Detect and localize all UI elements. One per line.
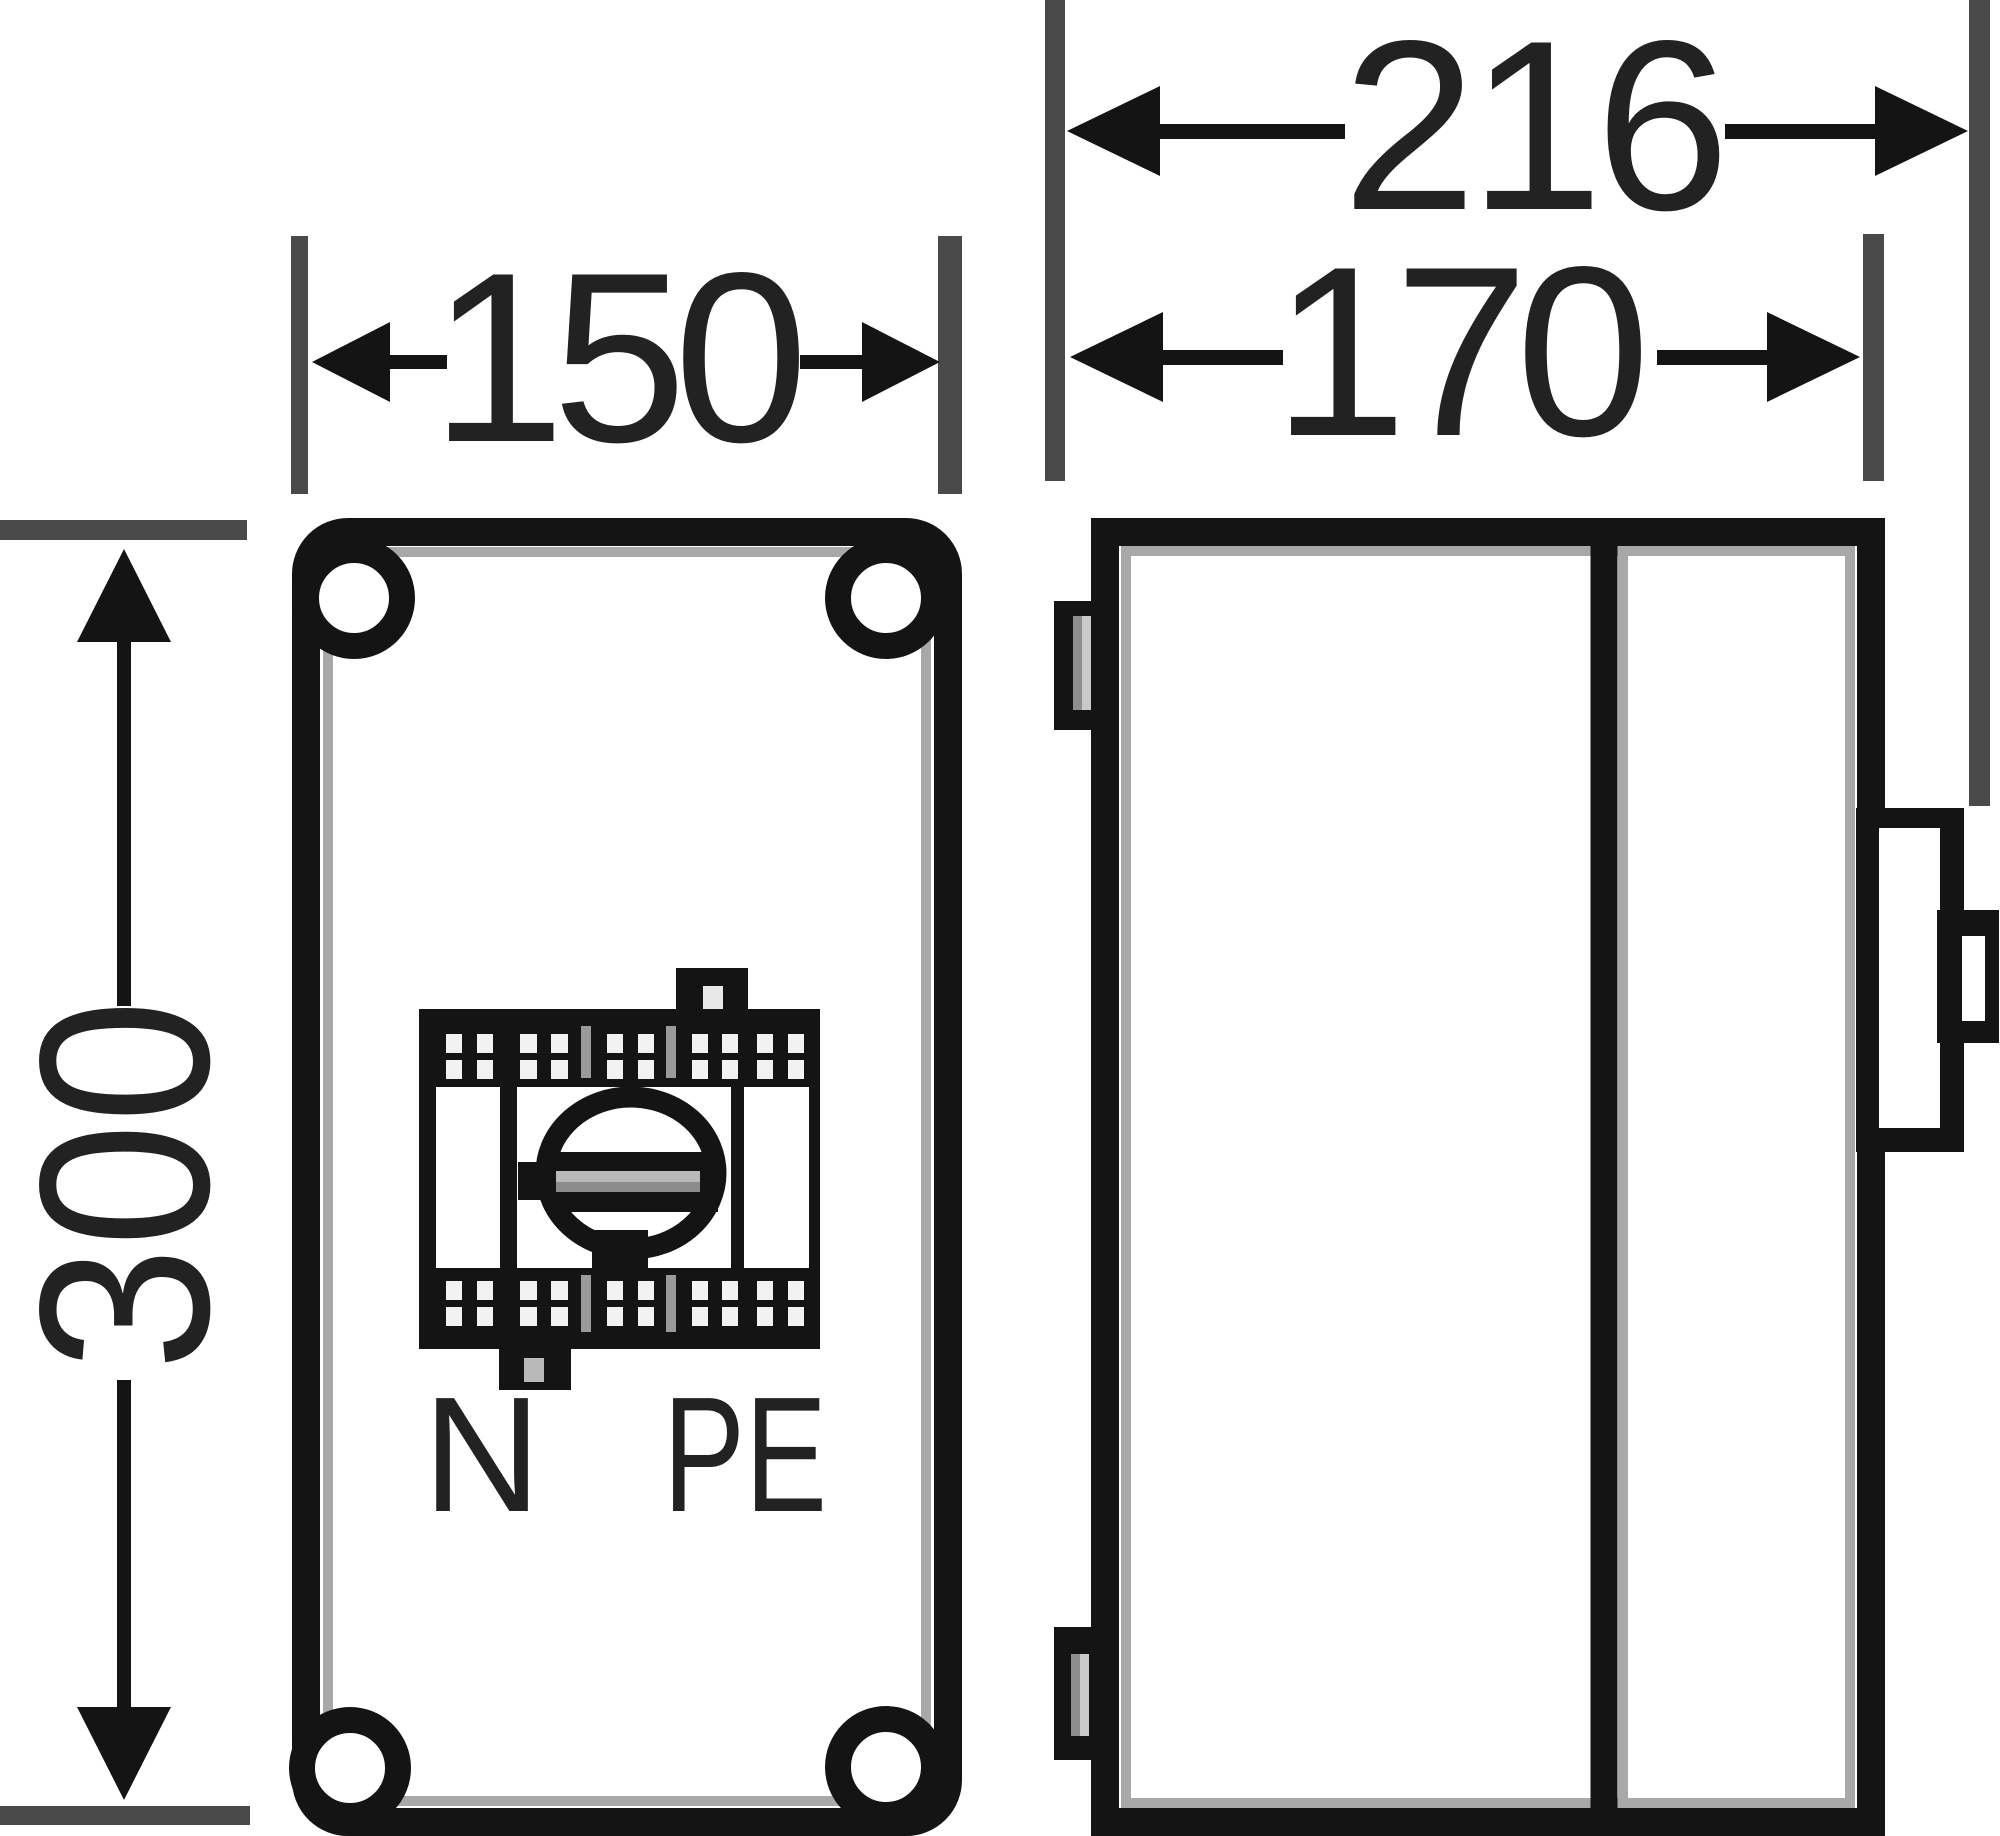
svg-text:300: 300 [0, 999, 260, 1370]
svg-text:170: 170 [1273, 217, 1642, 487]
svg-text:PE: PE [663, 1363, 827, 1546]
svg-text:N: N [423, 1363, 541, 1546]
svg-text:216: 216 [1342, 0, 1722, 261]
svg-text:150: 150 [431, 223, 800, 493]
